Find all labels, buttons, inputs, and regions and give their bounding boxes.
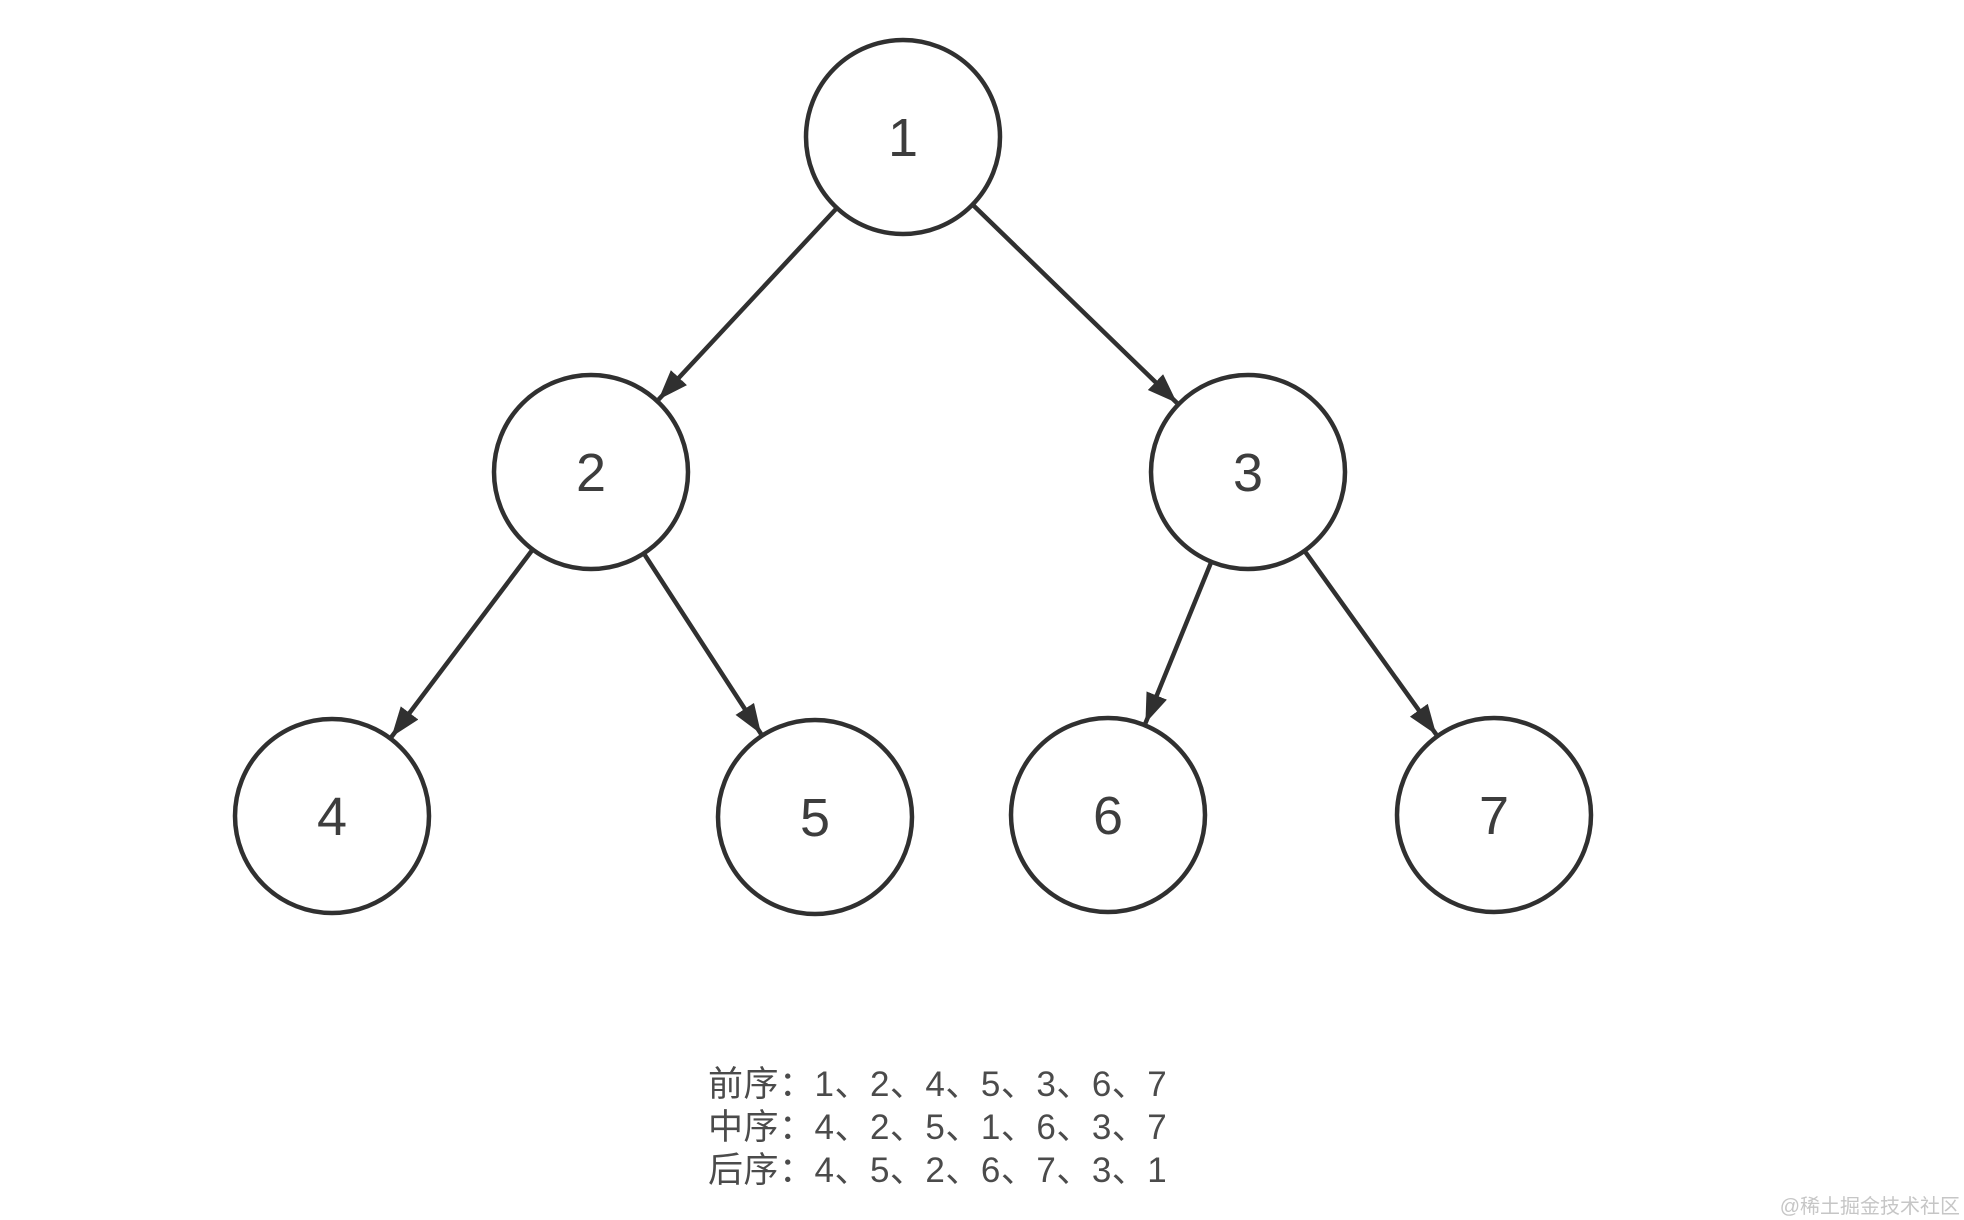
tree-node-label-6: 6 <box>1093 786 1123 846</box>
tree-node-label-5: 5 <box>800 788 830 848</box>
traversal-line-inorder: 中序：4、2、5、1、6、3、7 <box>708 1108 1168 1147</box>
traversal-line-postorder: 后序：4、5、2、6、7、3、1 <box>708 1151 1168 1190</box>
tree-node-2: 2 <box>491 372 691 572</box>
tree-edge-3-6 <box>1143 560 1214 725</box>
tree-node-circle-3 <box>1148 372 1348 572</box>
tree-edge-1-2 <box>656 206 839 402</box>
tree-nodes: 1 2 3 4 5 6 7 <box>232 37 1594 917</box>
tree-node-7: 7 <box>1394 715 1594 915</box>
tree-edge-3-7 <box>1302 549 1439 736</box>
tree-node-label-3: 3 <box>1233 443 1263 503</box>
tree-edge-2-4 <box>389 548 535 739</box>
tree-node-1: 1 <box>803 37 1003 237</box>
tree-node-circle-5 <box>715 717 915 917</box>
tree-node-5: 5 <box>715 717 915 917</box>
tree-node-label-4: 4 <box>317 787 347 847</box>
tree-node-3: 3 <box>1148 372 1348 572</box>
tree-node-circle-6 <box>1008 715 1208 915</box>
traversal-line-preorder: 前序：1、2、4、5、3、6、7 <box>708 1065 1168 1104</box>
tree-node-circle-4 <box>232 716 432 916</box>
tree-node-circle-1 <box>803 37 1003 237</box>
tree-edges <box>389 202 1439 739</box>
tree-edge-2-5 <box>641 552 763 736</box>
watermark-text: @稀土掘金技术社区 <box>1779 1196 1960 1218</box>
tree-node-label-1: 1 <box>888 108 918 168</box>
tree-node-circle-2 <box>491 372 691 572</box>
tree-node-circle-7 <box>1394 715 1594 915</box>
tree-node-label-7: 7 <box>1479 786 1509 846</box>
tree-node-label-2: 2 <box>576 443 606 503</box>
tree-edge-1-3 <box>971 202 1179 405</box>
tree-node-4: 4 <box>232 716 432 916</box>
traversal-results: 前序：1、2、4、5、3、6、7 中序：4、2、5、1、6、3、7 后序：4、5… <box>708 1063 1167 1192</box>
tree-node-6: 6 <box>1008 715 1208 915</box>
